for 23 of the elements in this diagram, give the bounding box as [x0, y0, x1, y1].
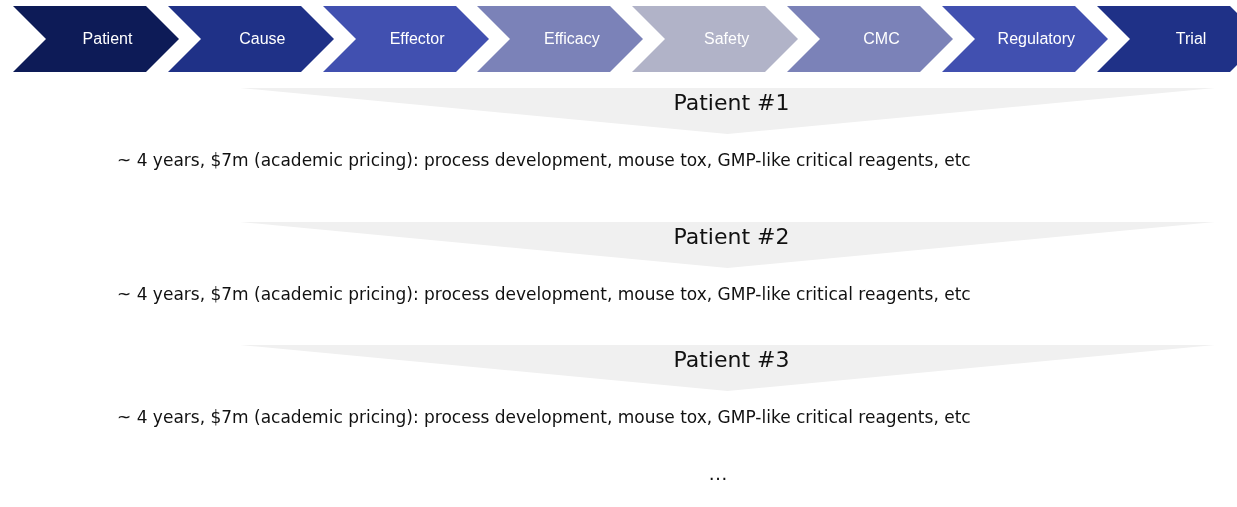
ellipsis-text: …	[708, 462, 728, 485]
step-label: Efficacy	[544, 30, 600, 48]
chevron-step	[322, 6, 489, 72]
description-text: ~ 4 years, $7m (academic pricing): process development, mouse tox, GMP-like critical reagents, etc	[117, 150, 971, 170]
chevron-step	[13, 6, 179, 72]
chevron-step	[787, 6, 953, 72]
chevron-step	[632, 6, 799, 72]
chevron-step	[167, 6, 334, 72]
chevron-step	[1096, 6, 1237, 72]
patient-heading: Patient #3	[673, 347, 790, 372]
description-text: ~ 4 years, $7m (academic pricing): process development, mouse tox, GMP-like critical reagents, etc	[117, 284, 971, 304]
step-label: Safety	[704, 30, 750, 48]
chevron-step	[941, 6, 1108, 72]
step-label: Cause	[239, 30, 286, 48]
description-text: ~ 4 years, $7m (academic pricing): process development, mouse tox, GMP-like critical reagents, etc	[117, 407, 971, 427]
step-label: Effector	[389, 30, 445, 48]
patient-heading: Patient #2	[673, 224, 790, 249]
step-label: Trial	[1175, 30, 1207, 48]
step-label: Regulatory	[997, 30, 1075, 48]
patient-heading: Patient #1	[673, 90, 790, 115]
step-label: CMC	[863, 30, 900, 48]
step-label: Patient	[82, 30, 133, 48]
chevron-step	[477, 6, 644, 72]
